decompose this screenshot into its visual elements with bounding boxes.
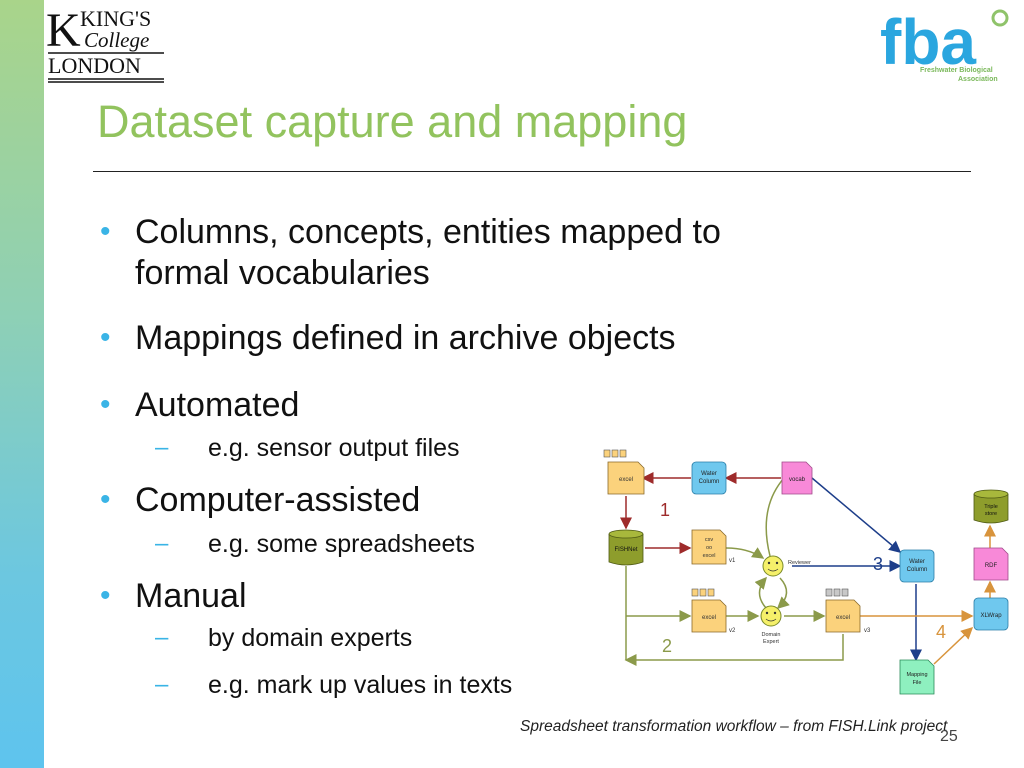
- subbullet-text: e.g. sensor output files: [208, 434, 460, 462]
- fba-logo: fba Freshwater Biological Association: [880, 8, 1009, 83]
- node-reviewer: Reviewer: [762, 555, 811, 577]
- arrow-reviewer-to-expert: [776, 577, 790, 610]
- node-label: Domain: [762, 632, 781, 638]
- node-excel-v2: excel: [691, 588, 727, 633]
- page-number: 25: [940, 728, 958, 745]
- version-label: v2: [729, 628, 736, 634]
- node-label: Water: [701, 471, 717, 477]
- bullet-text: Manual: [135, 577, 247, 615]
- node-label: Reviewer: [788, 560, 811, 566]
- node-label: Water: [909, 559, 925, 565]
- node-label: Column: [699, 479, 720, 485]
- bullet-line: formal vocabularies: [135, 254, 430, 292]
- kings-college-logo: K KING'S College LONDON: [46, 4, 164, 83]
- arrow-expert-to-reviewer: [754, 576, 767, 609]
- bullet-dot-icon: •: [100, 321, 111, 354]
- kings-logo-line1: KING'S: [80, 6, 151, 31]
- node-domain-expert: Domain Expert: [760, 605, 782, 645]
- bullet-text: Computer-assisted: [135, 481, 421, 519]
- node-label: vocab: [789, 477, 806, 483]
- bullet-text: Columns, concepts, entities mapped to fo…: [135, 212, 915, 294]
- step-number: 2: [662, 636, 672, 656]
- diagram-caption: Spreadsheet transformation workflow – fr…: [520, 718, 948, 735]
- node-water-column-1: Water Column: [691, 461, 727, 495]
- bullet-text: Automated: [135, 386, 300, 424]
- fba-logo-subtitle-1: Freshwater Biological: [920, 67, 993, 74]
- fba-logo-ring-icon: [991, 9, 1009, 27]
- arrow-excel-v3-to-fishnet: [624, 634, 844, 666]
- node-fishnet: FISHNet: [608, 529, 644, 566]
- node-excel-v3: excel: [825, 588, 861, 633]
- version-label: v1: [729, 558, 736, 564]
- node-label: oo: [706, 545, 712, 551]
- node-label: csv: [705, 537, 714, 543]
- bullet-line: Columns, concepts, entities mapped to: [135, 213, 721, 251]
- node-xlwrap: XLWrap: [973, 597, 1009, 631]
- version-label: v3: [864, 628, 871, 634]
- node-label: excel: [619, 477, 633, 483]
- node-triple-store: Triple store: [973, 489, 1009, 524]
- arrow-mapping-to-xlwrap: [933, 626, 974, 665]
- node-label: RDF: [985, 563, 998, 569]
- node-water-column-2: Water Column: [899, 549, 935, 583]
- node-label: Expert: [763, 639, 779, 645]
- step-number: 1: [660, 500, 670, 520]
- subbullet-dash: –: [155, 530, 169, 557]
- node-label: File: [913, 680, 922, 686]
- node-label: Triple: [984, 504, 998, 510]
- kings-logo-line3: LONDON: [48, 53, 141, 78]
- workflow-diagram: excel Water Column vocab FISHNet csv oo …: [603, 449, 1009, 695]
- node-label: FISHNet: [614, 547, 637, 553]
- node-vocab: vocab: [781, 461, 813, 495]
- subbullet-dash: –: [155, 671, 169, 698]
- bullet-dot-icon: •: [100, 579, 111, 612]
- slide-title: Dataset capture and mapping: [97, 96, 688, 147]
- node-label: excel: [702, 615, 716, 621]
- subbullet-dash: –: [155, 434, 169, 461]
- subbullet-text: e.g. some spreadsheets: [208, 530, 475, 558]
- title-rule: [93, 171, 971, 172]
- bullet-dot-icon: •: [100, 483, 111, 516]
- bullet-text: Mappings defined in archive objects: [135, 319, 676, 357]
- bullet-dot-icon: •: [100, 388, 111, 421]
- subbullet-dash: –: [155, 624, 169, 651]
- node-csv: csv oo excel: [691, 529, 727, 565]
- step-number: 4: [936, 622, 946, 642]
- subbullet-text: e.g. mark up values in texts: [208, 671, 513, 699]
- arrow-vocab-to-water-column-2: [811, 477, 902, 553]
- fba-logo-text: fba: [880, 8, 976, 78]
- node-label: Column: [907, 567, 928, 573]
- node-excel-top: excel: [603, 449, 645, 495]
- node-label: XLWrap: [980, 613, 1002, 619]
- kings-logo-line2: College: [84, 28, 149, 52]
- node-label: store: [985, 511, 997, 517]
- kings-logo-k: K: [46, 4, 81, 57]
- fba-logo-subtitle-2: Association: [958, 76, 998, 83]
- node-label: excel: [836, 615, 850, 621]
- node-mapping-file: Mapping File: [899, 659, 935, 695]
- subbullet-text: by domain experts: [208, 624, 413, 652]
- node-label: Mapping: [906, 672, 927, 678]
- arrow-csv-to-reviewer: [725, 547, 765, 559]
- node-rdf: RDF: [973, 547, 1009, 581]
- arrow-vocab-to-reviewer: [765, 477, 785, 557]
- step-number: 3: [873, 554, 883, 574]
- node-label: excel: [703, 553, 716, 559]
- sidebar-gradient: [0, 0, 44, 768]
- bullet-dot-icon: •: [100, 215, 111, 248]
